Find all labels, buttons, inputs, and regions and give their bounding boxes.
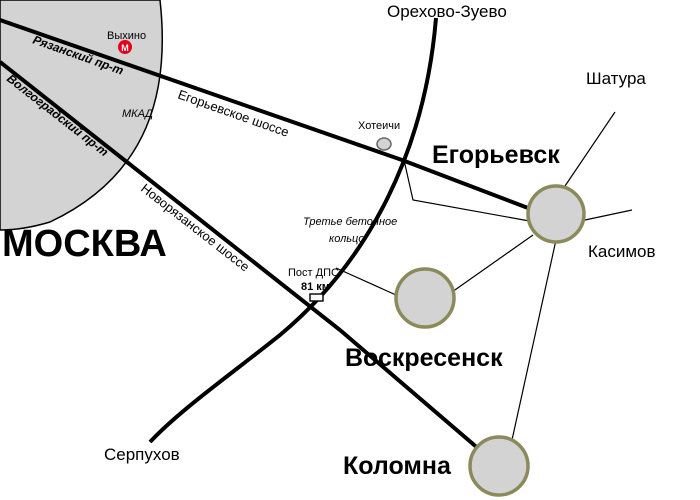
moscow-area	[0, 0, 163, 231]
thin-road-ring-egorievsk	[403, 159, 536, 223]
shatura-label: Шатура	[586, 69, 646, 88]
thin-road-egorievsk-shatura	[564, 111, 616, 187]
voskresensk-label: Воскресенск	[345, 344, 503, 372]
metro-station-label: Выхино	[107, 30, 146, 42]
kolomna-label: Коломна	[343, 452, 452, 480]
novoryazanskoe-road	[0, 60, 482, 452]
metro-icon-letter: М	[121, 43, 129, 53]
egorievskoe-road	[0, 18, 529, 210]
mkad-label: МКАД	[122, 108, 153, 120]
post-dps-marker	[309, 293, 324, 302]
egorievsk-circle	[526, 184, 586, 244]
village-marker	[376, 137, 392, 151]
serpukhov-label: Серпухов	[104, 445, 180, 464]
kasimov-label: Касимов	[588, 242, 656, 261]
ring-label-line2: кольцо	[329, 233, 364, 245]
ring-label-line1: Третье бетонное	[303, 216, 397, 228]
thin-road-ring-voskresensk	[335, 267, 397, 296]
kolomna-circle	[468, 435, 530, 497]
voskresensk-circle	[394, 267, 456, 329]
thin-road-egorievsk-kasimov	[584, 209, 633, 221]
third-ring-road	[148, 17, 438, 444]
orekhovo-label: Орехово-Зуево	[387, 2, 507, 21]
village-label: Хотеичи	[358, 120, 400, 132]
egorievsk-label: Егорьевск	[432, 141, 560, 169]
post-label-line1: Пост ДПС	[288, 267, 339, 279]
moscow-label: МОСКВА	[2, 223, 167, 265]
thin-road-egorievsk-kolomna	[511, 239, 557, 441]
post-label-line2: 81 км	[301, 281, 330, 293]
metro-icon	[118, 40, 132, 54]
thin-road-voskresensk-egorievsk	[451, 234, 534, 293]
